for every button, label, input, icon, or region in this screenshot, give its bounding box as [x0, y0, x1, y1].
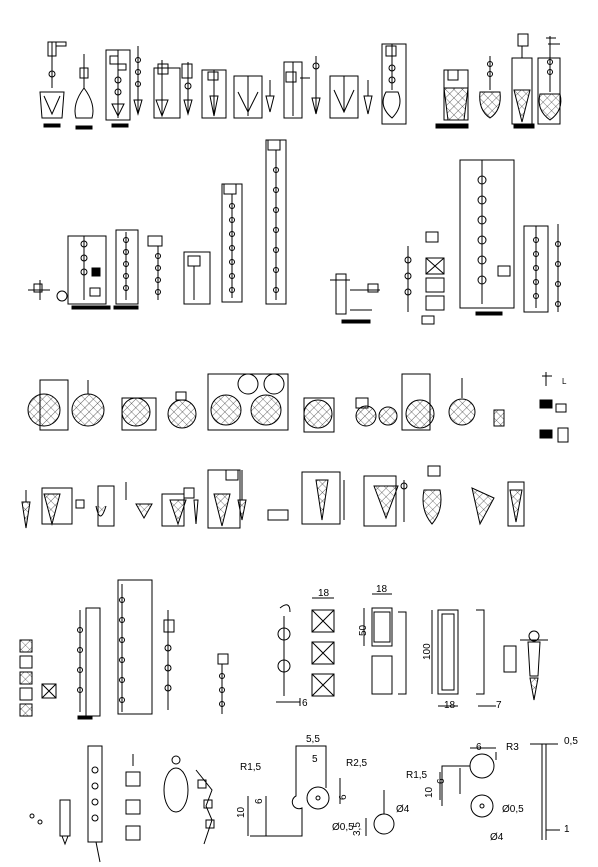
dim-0-5: 0,5	[564, 736, 578, 747]
dim-3-5: 3,5	[352, 822, 363, 836]
dim-1: 1	[564, 824, 570, 835]
dim-7: 7	[496, 700, 502, 711]
pendant-assembly-9	[283, 56, 321, 119]
sphere-assembly-1	[27, 379, 105, 431]
pendant-assembly-4	[133, 46, 143, 116]
drop-assembly-1	[21, 487, 85, 529]
drop-assembly-6	[363, 475, 408, 527]
pendant-assembly-6	[181, 62, 193, 116]
dim-10-a: 10	[236, 806, 247, 818]
chain-assembly-3	[147, 235, 163, 300]
dim-r1-5-b: R1,5	[406, 770, 428, 781]
dim-50: 50	[358, 624, 369, 636]
pendant-assembly-8	[233, 75, 275, 119]
pendant-assembly-1	[39, 41, 67, 128]
dimension-labels: 18 18 50 6 100 18 7 5,5 5 R1,5 R2,5 6 6 …	[236, 377, 578, 843]
pendant-assembly-7	[201, 69, 227, 119]
drop-assembly-3	[161, 487, 199, 527]
hook-detail-group	[539, 372, 569, 443]
dim-o0-5-a: Ø0,5	[332, 822, 354, 833]
wire-profile-detail	[530, 743, 560, 840]
octagon-drop-detail	[503, 630, 548, 701]
sphere-assembly-2	[121, 391, 197, 431]
drop-assembly-5	[267, 471, 345, 525]
dim-18-a: 18	[318, 588, 330, 599]
square-bead-column	[125, 754, 141, 841]
chain-assembly-10	[523, 224, 561, 313]
prism-crystal-detail	[431, 609, 496, 707]
row2-chains	[28, 139, 561, 325]
row6-connectors	[29, 743, 560, 863]
pin-detail-group	[29, 745, 103, 863]
pendant-assembly-10	[329, 75, 373, 119]
chain-assembly-12	[77, 607, 101, 720]
octagon-crystal-detail	[363, 593, 407, 695]
chain-assembly-4	[183, 251, 211, 305]
row1-pendants	[39, 33, 562, 130]
connector-pin-detail-1	[247, 745, 395, 837]
sphere-assembly-5	[401, 373, 505, 431]
dim-l: L	[562, 377, 567, 386]
chain-assembly-15	[217, 653, 229, 714]
oval-ring-detail	[163, 755, 189, 813]
chain-assembly-7	[330, 273, 380, 324]
sphere-assembly-4	[303, 397, 398, 433]
dim-6-d: 6	[476, 742, 482, 753]
chain-assembly-9	[459, 159, 515, 316]
dim-10-b: 10	[424, 786, 435, 798]
pendant-assembly-2	[74, 54, 94, 130]
chain-assembly-14	[163, 610, 175, 710]
pendant-assembly-3	[105, 49, 131, 128]
dim-6-a: 6	[302, 698, 308, 709]
pendant-assembly-14	[537, 36, 562, 125]
chain-assembly-13	[117, 579, 153, 715]
row5-chains	[19, 579, 548, 720]
square-crystal-detail	[311, 597, 335, 697]
dim-r3: R3	[506, 742, 519, 753]
chain-assembly-8	[404, 231, 445, 325]
pendant-assembly-12	[435, 69, 469, 129]
dim-6-e: 6	[436, 778, 447, 784]
dim-o0-5-b: Ø0,5	[502, 804, 524, 815]
dim-18-b: 18	[376, 584, 388, 595]
chain-assembly-1	[28, 235, 111, 310]
chain-assembly-2	[113, 229, 139, 310]
dim-o4-b: Ø4	[490, 832, 504, 843]
row4-drops	[21, 465, 525, 529]
dim-18-c: 18	[444, 700, 456, 711]
chain-assembly-11	[19, 639, 57, 717]
pendant-assembly-11	[381, 43, 407, 125]
chain-assembly-5	[221, 183, 243, 303]
dim-5: 5	[312, 754, 318, 765]
drop-assembly-4	[207, 469, 247, 529]
sphere-assembly-3	[207, 373, 289, 431]
dim-100: 100	[422, 643, 433, 660]
connector-pin-detail-2	[439, 747, 497, 818]
drop-assembly-7	[422, 465, 525, 527]
dim-r1-5-a: R1,5	[240, 762, 262, 773]
dim-6-b: 6	[254, 798, 265, 804]
dim-6-c: 6	[338, 794, 349, 800]
row3-spheres	[27, 372, 569, 443]
drop-assembly-2	[95, 482, 153, 527]
chain-assembly-6	[265, 139, 287, 305]
angled-pendant-detail	[195, 769, 215, 845]
link-chain-detail	[276, 604, 301, 706]
dim-5-5: 5,5	[306, 734, 320, 745]
dim-o4-a: Ø4	[396, 804, 410, 815]
dim-r2-5: R2,5	[346, 758, 368, 769]
pendant-assembly-13	[479, 33, 535, 129]
pendant-assembly-5	[153, 60, 181, 119]
